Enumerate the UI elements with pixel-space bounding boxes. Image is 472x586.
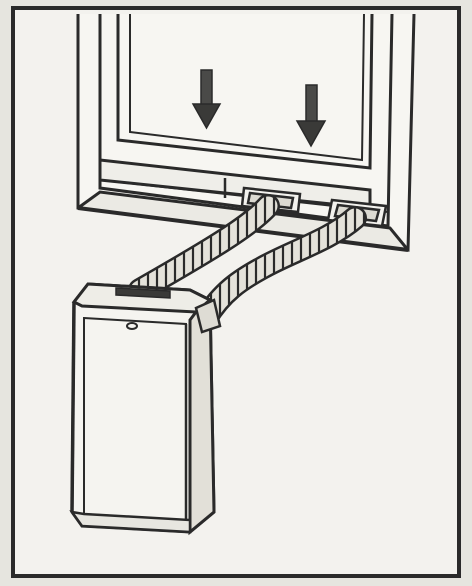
air-conditioner-unit bbox=[72, 284, 214, 532]
